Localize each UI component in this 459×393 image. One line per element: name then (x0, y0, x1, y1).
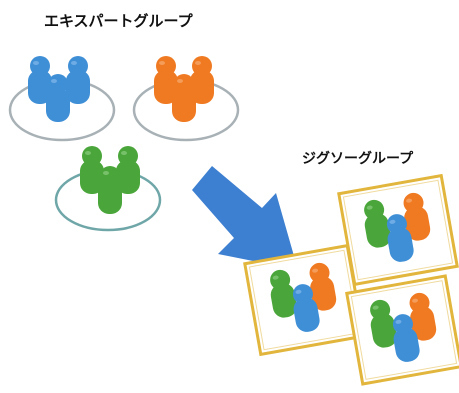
jigsaw-group-label: ジグソーグループ (302, 151, 414, 167)
expert-group-orange (132, 56, 240, 142)
arrow-icon (192, 166, 298, 270)
expert-group-label: エキスパートグループ (44, 12, 193, 30)
person-figure (172, 74, 196, 122)
jigsaw-group (337, 173, 459, 287)
expert-group-blue (8, 56, 116, 142)
expert-group-green (54, 146, 162, 232)
person-figure (98, 166, 122, 214)
jigsaw-group (243, 243, 365, 357)
jigsaw-group (345, 274, 459, 386)
person-figure (46, 74, 70, 122)
